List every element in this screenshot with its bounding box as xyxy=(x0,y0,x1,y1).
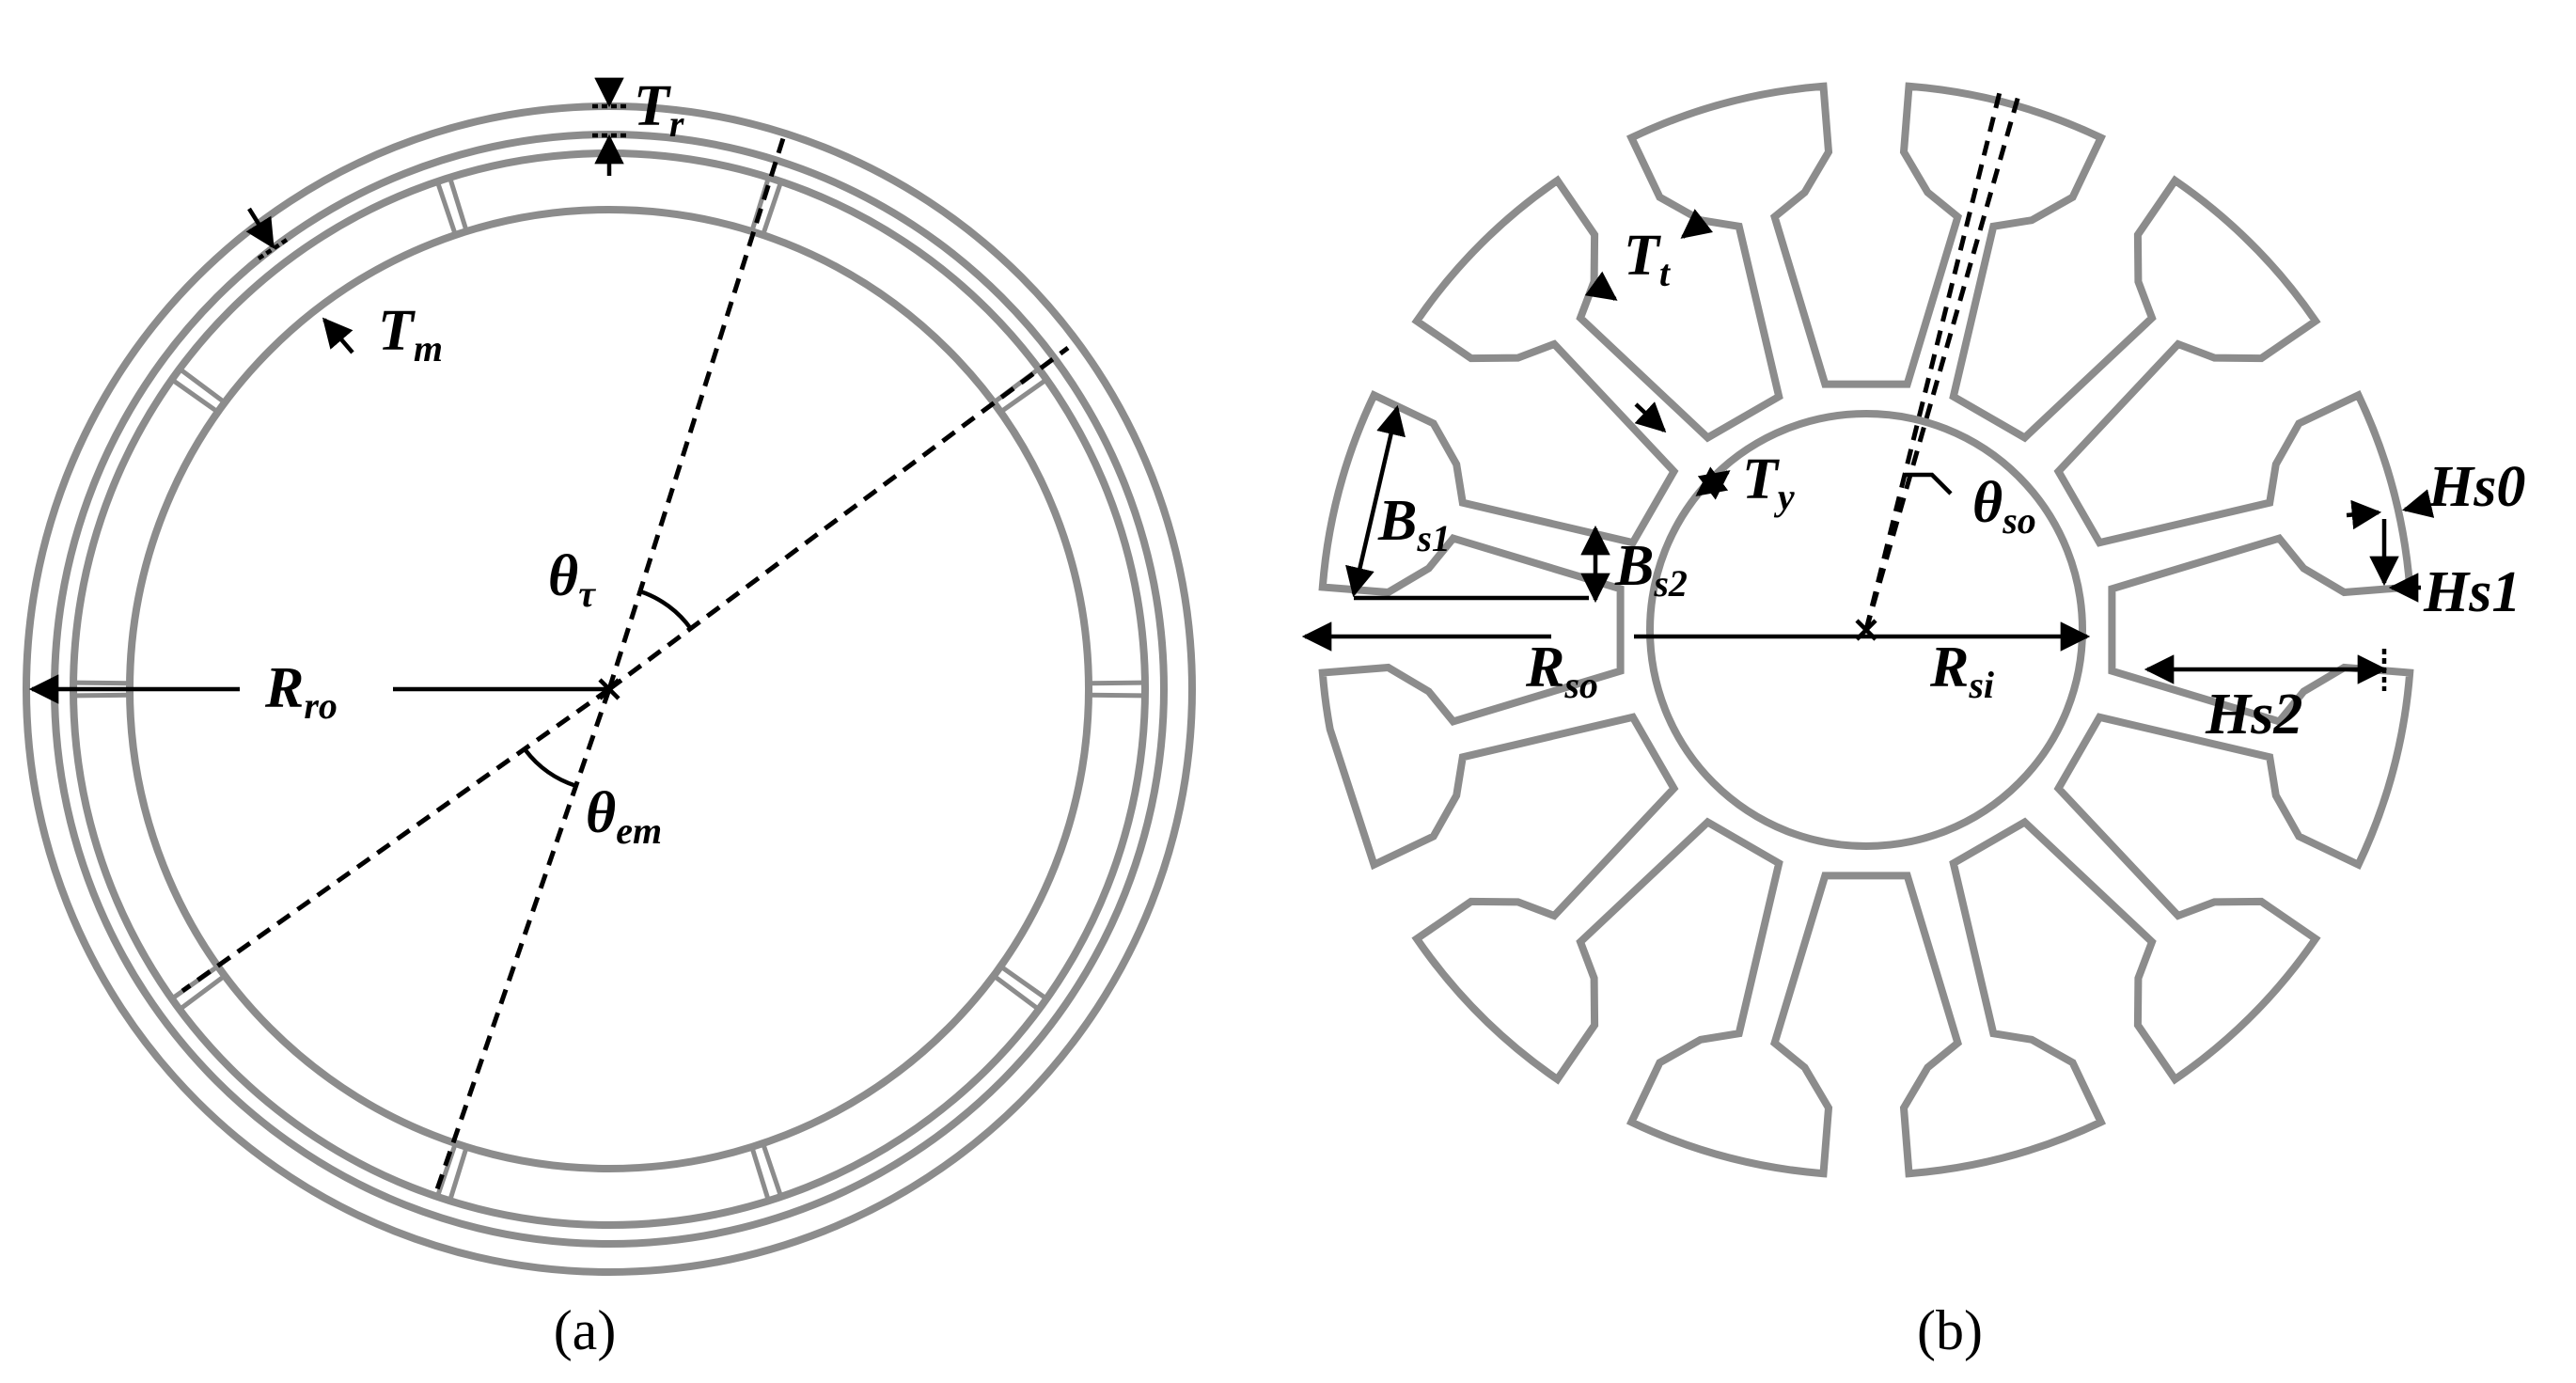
theta-tau-arc xyxy=(639,589,693,631)
theta-tau-line-lower xyxy=(434,688,612,1190)
magnet-separator-line xyxy=(74,680,129,686)
label-rso: Rso xyxy=(1525,636,1598,706)
magnet-separator-line xyxy=(1000,965,1047,1000)
label-rro: Rro xyxy=(264,656,338,727)
magnet-separator-line xyxy=(761,1144,783,1196)
label-hs0: Hs0 xyxy=(2427,455,2525,519)
label-bs1: Bs1 xyxy=(1377,489,1451,559)
tt-arrow-a xyxy=(1584,271,1618,301)
magnet-separator-line xyxy=(448,178,469,230)
magnet-separator-line xyxy=(761,182,783,234)
theta-em-line-lower xyxy=(181,686,611,994)
label-ty: Ty xyxy=(1742,448,1795,518)
magnet-separator-line xyxy=(435,1144,458,1196)
hs0-arrow-a xyxy=(2346,499,2382,530)
theta-em-line-upper xyxy=(607,345,1070,692)
theta-em-arc xyxy=(524,748,577,789)
label-tr: Tr xyxy=(634,74,684,145)
tt-arrow-c xyxy=(1634,401,1667,433)
tm-arrow-outer xyxy=(245,207,275,249)
magnet-separator-line xyxy=(180,974,225,1011)
label-tt: Tt xyxy=(1624,224,1672,294)
label-rsi: Rsi xyxy=(1929,636,1994,706)
ty-arrow xyxy=(1695,466,1731,500)
rotor-diagram: Tr Tm Rro θτ θem (a) xyxy=(23,74,1196,1361)
magnet-separator-line xyxy=(180,368,225,404)
magnet-separator-line xyxy=(994,974,1039,1011)
magnet-separator-line xyxy=(1090,680,1144,686)
magnet-separator-line xyxy=(171,378,218,414)
label-theta-so: θso xyxy=(1972,471,2036,542)
label-theta-em: θem xyxy=(586,781,662,852)
label-theta-tau: θτ xyxy=(548,544,596,615)
tt-arrow-b xyxy=(1680,209,1714,239)
caption-a: (a) xyxy=(554,1299,617,1361)
theta-so-line-2 xyxy=(1863,91,2022,631)
theta-so-leader xyxy=(1905,472,1953,495)
magnet-separator-line xyxy=(448,1148,469,1201)
label-hs2: Hs2 xyxy=(2205,683,2302,747)
magnet-separator-line xyxy=(1090,692,1144,699)
theta-so-line-1 xyxy=(1863,91,2003,631)
center-cross-a2 xyxy=(598,678,620,700)
bs1-arrow xyxy=(1345,404,1406,598)
magnet-separator-line xyxy=(74,692,129,699)
magnet-separator-line xyxy=(749,1148,771,1201)
magnet-separator-line xyxy=(1000,378,1047,414)
stator-diagram: Tt Ty Bs1 Bs2 Rso Rsi θso Hs0 Hs1 Hs2 (b… xyxy=(1301,82,2525,1361)
label-hs1: Hs1 xyxy=(2423,560,2521,624)
stator-lamination-outline xyxy=(1318,82,2414,1178)
magnet-gap-lines xyxy=(74,178,1144,1201)
tm-tick xyxy=(257,238,289,260)
label-bs2: Bs2 xyxy=(1614,534,1688,605)
label-tm: Tm xyxy=(378,299,443,369)
caption-b: (b) xyxy=(1917,1299,1983,1361)
magnet-separator-line xyxy=(435,182,458,234)
hs0-arrow-b xyxy=(2401,489,2435,518)
tm-arrow-inner xyxy=(322,317,354,354)
